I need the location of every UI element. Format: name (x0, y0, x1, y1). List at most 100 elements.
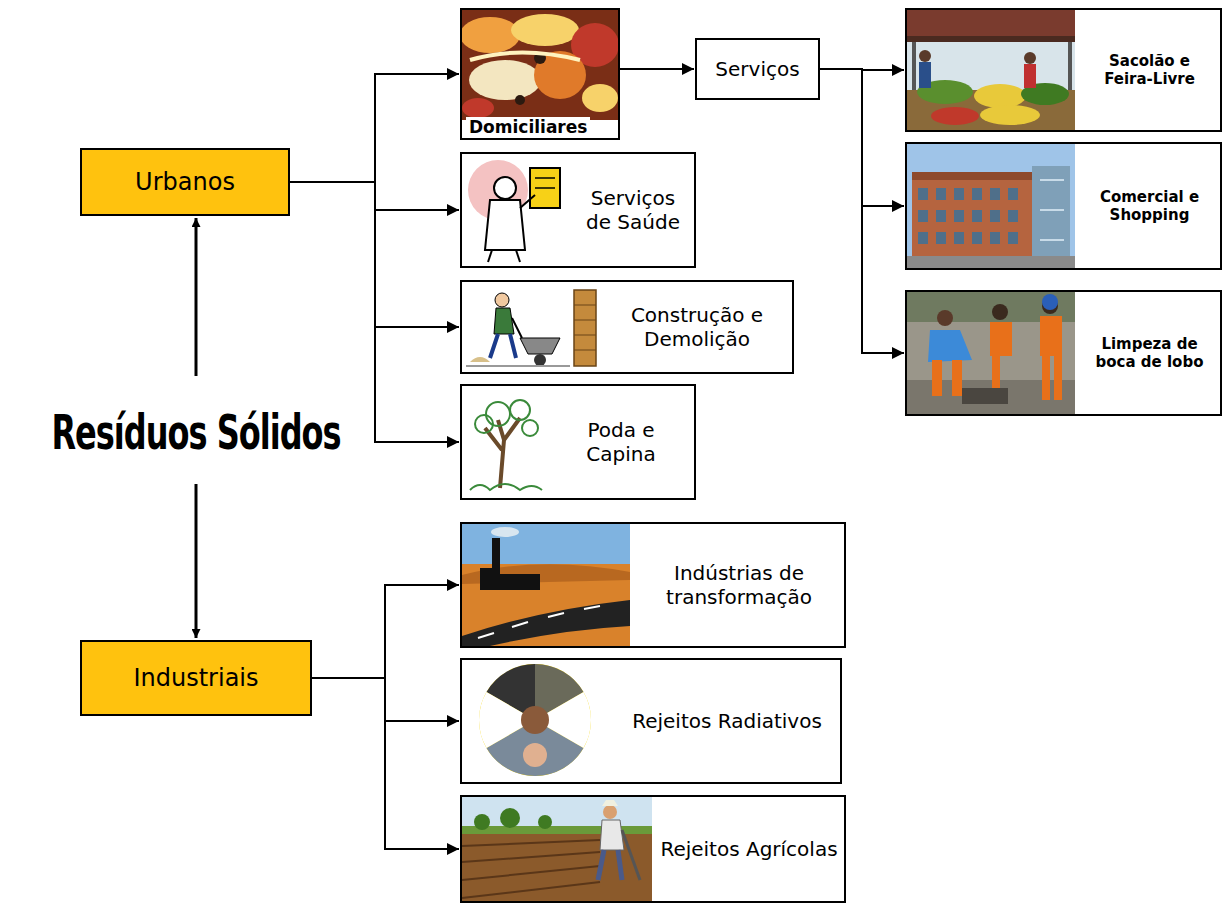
node-label: Serviços de Saúde (578, 186, 688, 234)
arrow-connector (312, 678, 459, 849)
node-label: Construção e Demolição (608, 303, 786, 351)
construction-picture-part (574, 335, 596, 336)
farm-picture-part-part (462, 866, 600, 880)
node-label: Industriais (133, 664, 258, 693)
construction-picture-part (574, 350, 596, 351)
construction-picture-part (490, 334, 498, 358)
node-label: Serviços (715, 57, 799, 81)
tree-picture-part (510, 400, 530, 420)
factory-picture-part (462, 600, 630, 646)
waste-type-box: Serviços de Saúde (460, 152, 696, 268)
health-services-picture-part (530, 168, 560, 208)
arrow-connector (290, 74, 459, 182)
health-services-picture-part (516, 250, 520, 262)
health-services-picture-part (535, 177, 555, 179)
shopping-building-picture-part (907, 256, 1075, 268)
category-box: Industriais (80, 640, 312, 716)
shopping-building-picture (907, 144, 1075, 268)
market-picture-part (974, 84, 1026, 108)
health-services-picture-part (488, 250, 492, 262)
drain-cleaning-picture-part (1040, 316, 1062, 356)
construction-picture-part (574, 305, 596, 306)
market-picture-part (1024, 64, 1036, 88)
farm-picture (462, 797, 652, 901)
radiation-picture-part (523, 743, 547, 767)
construction-picture-part (510, 334, 516, 358)
food-scraps-picture-part (462, 98, 494, 118)
shopping-building-picture-part-part (954, 210, 964, 222)
factory-picture-part (462, 524, 630, 646)
drain-cleaning-picture-part (1042, 294, 1058, 310)
tree-picture-part (486, 402, 510, 426)
shopping-building-picture-part-part (954, 232, 964, 244)
shopping-building-picture-part-part (972, 210, 982, 222)
shopping-building-picture-part-part (918, 210, 928, 222)
waste-type-box: Serviços (695, 38, 820, 100)
farm-picture-part (602, 800, 618, 806)
farm-picture-part (500, 808, 520, 828)
farm-picture-part (462, 832, 652, 901)
factory-picture-part (462, 524, 630, 564)
node-label: Urbanos (135, 168, 235, 197)
shopping-building-picture-part (912, 178, 1032, 266)
food-scraps-picture-part (582, 84, 618, 112)
shopping-building-picture-part (912, 172, 1032, 180)
farm-picture-part (538, 815, 552, 829)
waste-type-box: Limpeza de boca de lobo (905, 290, 1222, 416)
market-picture-part (919, 50, 931, 62)
health-services-picture (468, 160, 560, 262)
shopping-building-picture-part-part (936, 210, 946, 222)
drain-cleaning-picture-part (990, 322, 1012, 356)
health-services-picture-part (485, 200, 525, 250)
construction-picture-part (574, 320, 596, 321)
farm-picture-part (462, 797, 652, 901)
title-arrows-part (195, 484, 198, 638)
node-label: Rejeitos Agrícolas (660, 837, 837, 861)
farm-picture-part-part (462, 840, 600, 846)
shopping-building-picture-part (1040, 179, 1064, 181)
market-picture-part (907, 10, 1075, 130)
drain-cleaning-picture (907, 292, 1075, 414)
market-picture-part (980, 105, 1040, 125)
market-picture (907, 10, 1075, 130)
farm-picture-part (598, 850, 604, 880)
node-label: Domiciliares (466, 117, 590, 137)
health-services-picture-part (535, 187, 555, 189)
diagram-title: Resíduos Sólidos (51, 404, 340, 461)
shopping-building-picture-part-part (918, 188, 928, 200)
food-scraps-picture (460, 10, 619, 120)
construction-picture-part (494, 308, 514, 334)
tree-picture-part (485, 418, 520, 488)
shopping-building-picture-part (1032, 166, 1070, 266)
farm-picture-part-part (462, 882, 600, 898)
shopping-building-picture-part (907, 144, 1075, 268)
shopping-building-picture-part-part (1008, 188, 1018, 200)
farm-picture-part (474, 814, 490, 830)
drain-cleaning-picture-part (952, 360, 962, 396)
construction-picture-part (466, 365, 570, 367)
shopping-building-picture-part (1040, 209, 1064, 211)
construction-picture-part (520, 338, 560, 354)
health-services-picture-part (520, 195, 535, 208)
node-label: Limpeza de boca de lobo (1085, 335, 1214, 371)
farm-picture-part (600, 820, 624, 850)
drain-cleaning-picture-part (962, 388, 1008, 404)
arrow-connector (620, 68, 694, 70)
node-label: Indústrias de transformação (640, 561, 838, 609)
node-label: Sacolão e Feira-Livre (1085, 52, 1214, 88)
drain-cleaning-picture-part (992, 356, 1000, 390)
waste-type-box: Indústrias de transformação (460, 522, 846, 648)
waste-type-box: Sacolão e Feira-Livre (905, 8, 1222, 132)
category-box: Urbanos (80, 148, 290, 216)
factory-picture-part (478, 606, 600, 638)
food-scraps-picture-part (470, 53, 580, 61)
construction-picture-part (512, 318, 522, 338)
waste-type-box: Rejeitos Agrícolas (460, 795, 846, 903)
construction-picture-part (470, 357, 490, 362)
farm-picture-part (618, 850, 622, 880)
radiation-picture (479, 664, 591, 776)
waste-type-box: Poda e Capina (460, 384, 696, 500)
arrow-connector (290, 182, 459, 442)
shopping-building-picture-part-part (972, 232, 982, 244)
